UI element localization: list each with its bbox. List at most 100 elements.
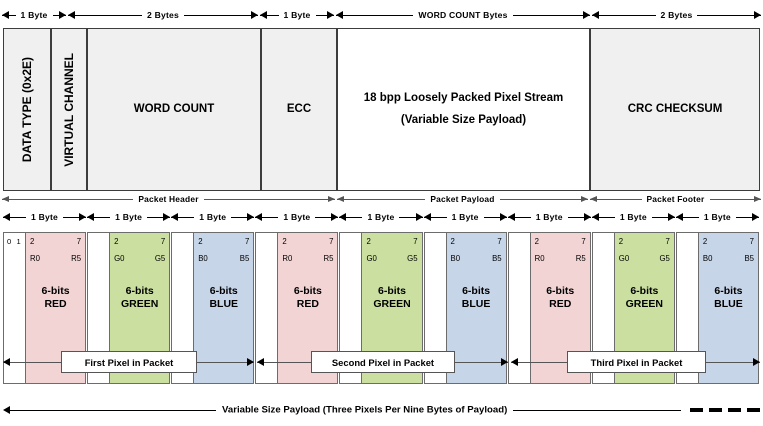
dimension-label: 1 Byte	[26, 212, 64, 222]
dimension-segment-crc: 2 Bytes	[592, 6, 761, 24]
dimension-segment-byte-5: 1 Byte	[339, 208, 423, 226]
dimension-label: 1 Byte	[698, 212, 736, 222]
component-bits-line: 6-bits	[630, 285, 659, 297]
dimension-label: 1 Byte	[278, 212, 316, 222]
bit-gutter-7	[507, 232, 530, 384]
bit-index-start: 2	[282, 237, 287, 246]
dimension-label: 1 Byte	[362, 212, 400, 222]
bit-index-end: 7	[244, 237, 250, 246]
component-name-line: RED	[549, 298, 572, 311]
packet-payload-label-line2: (Variable Size Payload)	[400, 113, 527, 126]
dimension-label: 1 Byte	[446, 212, 484, 222]
pixel-callout-label: Third Pixel in Packet	[590, 356, 683, 368]
bit-index-end: 7	[413, 237, 418, 246]
bit-name-start: R0	[30, 254, 40, 263]
bit-name-start: G0	[114, 254, 125, 263]
dimension-label: 2 Bytes	[142, 10, 184, 20]
bottom-caption-row: Variable Size Payload (Three Pixels Per …	[0, 400, 763, 420]
bit-index-start: 2	[534, 237, 539, 246]
packet-field-crc-checksum: CRC CHECKSUM	[590, 28, 760, 191]
bit-gutter-3	[171, 232, 194, 384]
continuation-dash	[690, 408, 703, 412]
byte-dimension-row: 1 Byte 1 Byte 1 Byte 1 Byte 1 Byte 1 Byte 1 By…	[0, 208, 763, 226]
bit-name-end: G5	[407, 254, 418, 263]
bit-index-start: 2	[114, 237, 119, 246]
dimension-label: 1 Byte	[194, 212, 232, 222]
dimension-segment-byte-7: 1 Byte	[507, 208, 591, 226]
component-bits-line: 6-bits	[714, 285, 743, 297]
bit-gutter-6	[423, 232, 446, 384]
top-dimension-row: 1 Byte 2 Bytes 1 Byte WORD COUNT Bytes 2…	[0, 6, 763, 24]
dimension-label: 1 Byte	[15, 10, 53, 20]
bit-name-end: B5	[492, 254, 502, 263]
packet-field-label: CRC CHECKSUM	[627, 102, 723, 115]
bit-index-start: 2	[30, 237, 35, 246]
component-name-line: GREEN	[625, 298, 663, 311]
continuation-dash	[709, 408, 722, 412]
pixel-callout-second: Second Pixel in Packet	[257, 351, 508, 373]
pixel-callout-box: Third Pixel in Packet	[567, 351, 706, 373]
bit-index-end: 7	[497, 237, 502, 246]
component-bits-line: 6-bits	[41, 285, 70, 297]
dimension-segment-data-type: 1 Byte	[2, 6, 66, 24]
component-bits-line: 6-bits	[209, 285, 238, 297]
packet-field-label: DATA TYPE (0x2E)	[19, 56, 34, 163]
bit-index-start: 2	[198, 237, 203, 246]
dimension-label: 1 Byte	[530, 212, 568, 222]
bit-name-end: R5	[323, 254, 334, 263]
pixel-callout-label: Second Pixel in Packet	[331, 356, 435, 368]
packet-field-virtual-channel: VIRTUAL CHANNEL	[51, 28, 87, 191]
dimension-segment-payload: WORD COUNT Bytes	[336, 6, 590, 24]
bit-gutter-2	[87, 232, 110, 384]
pixel-callout-first: First Pixel in Packet	[3, 351, 254, 373]
bit-name-start: R0	[282, 254, 293, 263]
dimension-label: Packet Footer	[641, 194, 710, 204]
bit-index-start: 2	[702, 237, 708, 246]
dimension-segment-byte-8: 1 Byte	[591, 208, 675, 226]
bit-gutter-1: 0 1	[3, 232, 25, 384]
bit-index-end: 7	[160, 237, 166, 246]
component-name-line: BLUE	[714, 298, 743, 311]
component-bits-line: 6-bits	[462, 285, 491, 297]
dimension-segment-byte-9: 1 Byte	[675, 208, 759, 226]
dimension-segment-word-count: 2 Bytes	[68, 6, 258, 24]
dimension-label: 2 Bytes	[655, 10, 698, 20]
dimension-label: 1 Byte	[278, 10, 316, 20]
pixel-callout-box: Second Pixel in Packet	[311, 351, 455, 373]
continuation-dash	[728, 408, 741, 412]
bit-name-end: R5	[71, 254, 82, 263]
bit-name-start: G0	[366, 254, 377, 263]
bit-name-end: B5	[744, 254, 754, 263]
bit-gutter-8	[591, 232, 614, 384]
packet-field-word-count: WORD COUNT	[87, 28, 261, 191]
dimension-label: 1 Byte	[614, 212, 652, 222]
pixel-callout-third: Third Pixel in Packet	[511, 351, 760, 373]
component-name-line: BLUE	[461, 298, 491, 311]
bit-index-end: 7	[329, 237, 334, 246]
dimension-segment-packet-payload: Packet Payload	[337, 190, 588, 208]
component-name-line: BLUE	[209, 298, 239, 311]
bit-index-start: 2	[450, 237, 455, 246]
bit-index-start: 2	[618, 237, 624, 246]
bit-name-end: B5	[239, 254, 250, 263]
bit-name-end: R5	[575, 254, 586, 263]
bit-index-end: 7	[581, 237, 586, 246]
bit-index-end: 7	[749, 237, 754, 246]
component-bits-line: 6-bits	[377, 285, 406, 297]
dimension-segment-byte-3: 1 Byte	[171, 208, 255, 226]
bit-name-start: B0	[198, 254, 208, 263]
bit-name-start: B0	[702, 254, 713, 263]
